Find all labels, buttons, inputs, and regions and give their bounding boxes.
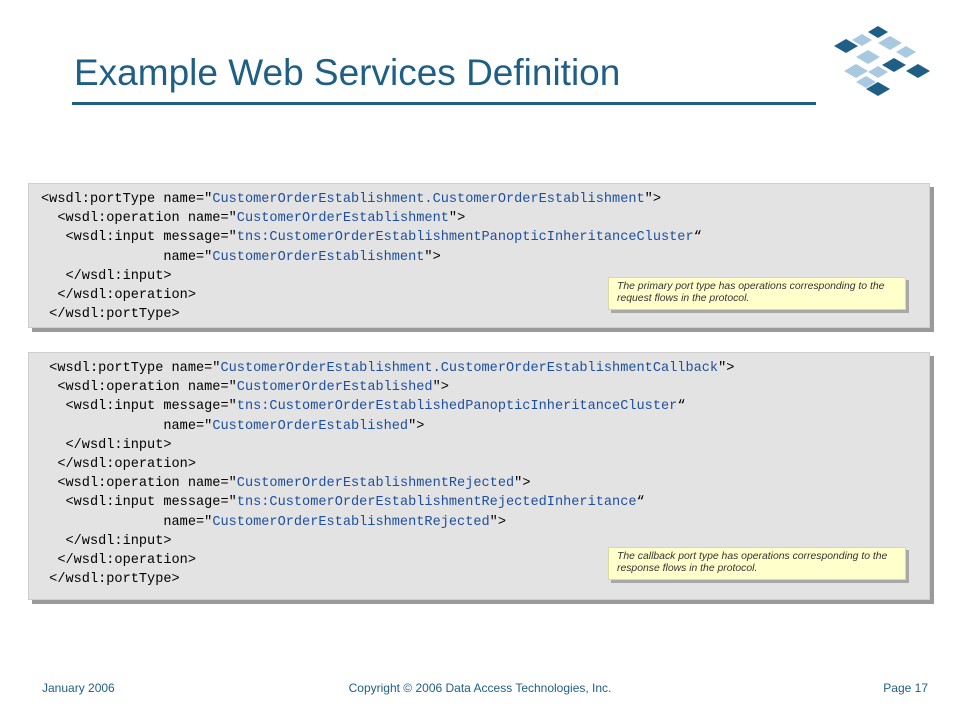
- title-underline: [72, 102, 816, 105]
- code-line: <wsdl:operation name="CustomerOrderEstab…: [41, 378, 449, 397]
- code-markup: </wsdl:portType>: [41, 572, 180, 588]
- code-line: <wsdl:portType name="CustomerOrderEstabl…: [41, 190, 661, 209]
- code-markup-close: “: [677, 399, 686, 415]
- code-attribute-value: CustomerOrderEstablishmentRejected: [212, 514, 490, 530]
- code-markup: </wsdl:input>: [41, 533, 172, 549]
- code-line: </wsdl:portType>: [41, 570, 180, 589]
- code-markup-close: ">: [489, 514, 506, 530]
- code-line: <wsdl:portType name="CustomerOrderEstabl…: [41, 359, 734, 378]
- diamond-grid-logo-icon: [834, 26, 930, 96]
- code-attribute-value: CustomerOrderEstablishment.CustomerOrder…: [220, 361, 719, 376]
- code-attribute-value: tns:CustomerOrderEstablishmentRejectedIn…: [236, 495, 637, 511]
- code-markup: <wsdl:input message=": [41, 495, 237, 511]
- code-markup: </wsdl:input>: [41, 437, 172, 453]
- slide-title: Example Web Services Definition: [74, 52, 621, 93]
- code-markup: name=": [41, 514, 213, 530]
- code-line: </wsdl:portType>: [41, 305, 180, 324]
- logo-dark-diamonds: [834, 26, 930, 96]
- code-attribute-value: CustomerOrderEstablishmentRejected: [236, 476, 515, 492]
- code-line: <wsdl:input message="tns:CustomerOrderEs…: [41, 228, 702, 247]
- code-markup: <wsdl:operation name=": [41, 476, 237, 492]
- code-attribute-value: tns:CustomerOrderEstablishedPanopticInhe…: [236, 399, 678, 415]
- code-markup-close: ">: [448, 211, 466, 227]
- code-line: name="CustomerOrderEstablished">: [41, 417, 424, 436]
- code-markup: <wsdl:input message=": [41, 399, 237, 415]
- code-markup: </wsdl:operation>: [41, 553, 196, 568]
- code-markup: <wsdl:input message=": [41, 230, 237, 246]
- code-markup: name=": [41, 249, 213, 265]
- footer-copyright: Copyright © 2006 Data Access Technologie…: [348, 681, 612, 695]
- code-attribute-value: CustomerOrderEstablishment: [236, 211, 449, 227]
- code-line: </wsdl:operation>: [41, 286, 196, 305]
- code-line: <wsdl:operation name="CustomerOrderEstab…: [41, 474, 530, 493]
- code-markup: name=": [41, 418, 213, 434]
- code-markup: <wsdl:portType name=": [41, 361, 221, 376]
- code-markup: </wsdl:operation>: [41, 288, 196, 303]
- code-markup: <wsdl:portType name=": [41, 192, 213, 207]
- code-line: </wsdl:operation>: [41, 551, 196, 570]
- code-line: name="CustomerOrderEstablishment">: [41, 248, 441, 267]
- code-line: </wsdl:operation>: [41, 455, 196, 474]
- code-line: </wsdl:input>: [41, 436, 172, 455]
- footer-date: January 2006: [42, 681, 115, 695]
- code-markup: </wsdl:portType>: [41, 307, 180, 323]
- code-attribute-value: CustomerOrderEstablished: [236, 380, 433, 396]
- code-line: <wsdl:operation name="CustomerOrderEstab…: [41, 209, 465, 228]
- code-markup-close: “: [693, 230, 702, 246]
- code-line: name="CustomerOrderEstablishmentRejected…: [41, 513, 506, 532]
- code-markup-close: ">: [644, 192, 661, 207]
- code-markup-close: ">: [718, 361, 735, 376]
- primary-porttype-note: The primary port type has operations cor…: [608, 277, 906, 310]
- code-attribute-value: CustomerOrderEstablishment.CustomerOrder…: [212, 192, 645, 207]
- code-attribute-value: tns:CustomerOrderEstablishmentPanopticIn…: [236, 230, 694, 246]
- code-attribute-value: CustomerOrderEstablishment: [212, 249, 425, 265]
- code-markup: <wsdl:operation name=": [41, 211, 237, 227]
- code-line: <wsdl:input message="tns:CustomerOrderEs…: [41, 493, 645, 512]
- code-markup-close: “: [636, 495, 645, 511]
- code-markup: <wsdl:operation name=": [41, 380, 237, 396]
- code-markup-close: ">: [408, 418, 425, 434]
- code-markup-close: ">: [432, 380, 449, 396]
- primary-porttype-code-block: <wsdl:portType name="CustomerOrderEstabl…: [28, 183, 930, 328]
- code-line: </wsdl:input>: [41, 267, 172, 286]
- code-markup-close: ">: [424, 249, 441, 265]
- code-markup: </wsdl:operation>: [41, 457, 196, 472]
- code-attribute-value: CustomerOrderEstablished: [212, 418, 409, 434]
- footer-page-number: Page 17: [883, 681, 928, 695]
- code-line: <wsdl:input message="tns:CustomerOrderEs…: [41, 397, 685, 416]
- logo-light-diamonds: [844, 34, 916, 88]
- code-line: </wsdl:input>: [41, 532, 172, 551]
- code-markup: </wsdl:input>: [41, 268, 172, 284]
- code-markup-close: ">: [514, 476, 531, 492]
- callback-porttype-note: The callback port type has operations co…: [608, 547, 906, 580]
